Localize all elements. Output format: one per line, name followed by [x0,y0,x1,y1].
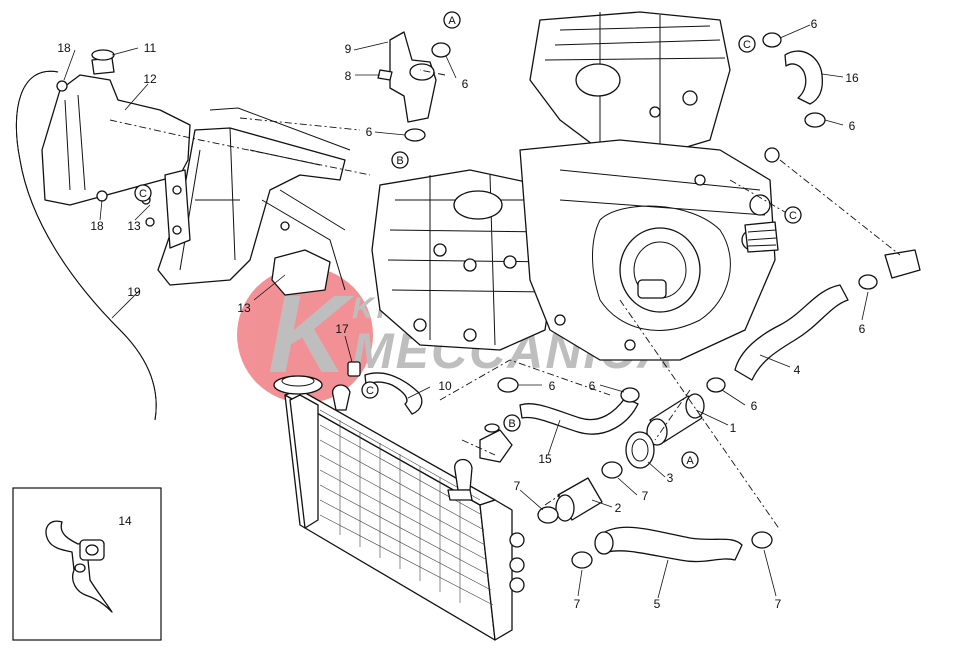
svg-text:C: C [789,210,797,222]
svg-text:B: B [396,155,403,167]
hose-5 [599,526,743,563]
callout-18-top: 18 [57,41,71,55]
svg-text:C: C [139,188,147,200]
expansion-tank [41,49,191,227]
radiator [273,375,525,641]
hose-10 [364,372,423,415]
callout-11: 11 [144,41,157,55]
callout-6-topright: 6 [811,17,818,31]
callout-15: 15 [538,452,552,466]
inset-detail-14: 14 [12,487,162,641]
watermark-circle [237,267,373,403]
frame [157,107,351,296]
thermostat-1 [646,393,705,446]
callout-4: 4 [794,363,801,377]
connector-b-bottom [503,414,521,432]
callout-13-right: 13 [237,301,251,315]
callout-6-center: 6 [366,125,373,139]
callout-5: 5 [654,597,661,611]
callout-16: 16 [845,71,859,85]
connector-c-hose10 [361,381,379,399]
seal-ring-3 [625,431,655,469]
callout-7-mid: 7 [642,489,649,503]
connector-a-bottom [681,451,699,469]
watermark-badge-letter: K [268,273,355,396]
callout-3: 3 [667,471,674,485]
connector-c-right [784,206,802,224]
connector-a-top [443,11,461,29]
callout-17: 17 [335,322,349,336]
connector-c-top [738,35,756,53]
callout-1: 1 [730,421,737,435]
callout-6-lower-left: 6 [549,379,556,393]
connector-b-top [391,151,409,169]
callout-19: 19 [127,285,141,299]
callout-7-right: 7 [775,597,782,611]
callout-18-bottom: 18 [90,219,104,233]
callout-12: 12 [143,72,157,86]
svg-text:A: A [686,455,694,467]
callout-7-bottom: 7 [574,597,581,611]
callout-13-left: 13 [127,219,141,233]
routing-lines [109,69,901,531]
callout-6-farright: 6 [859,322,866,336]
callout-9: 9 [345,42,352,56]
engine [371,11,780,361]
callout-2: 2 [615,501,622,515]
callout-7-left: 7 [514,479,521,493]
hose-15 [519,397,639,435]
svg-text:A: A [448,15,456,27]
callout-10: 10 [438,379,452,393]
callout-6-lower-mid: 6 [589,379,596,393]
hose-16 [784,50,824,105]
connector-c-tank [134,184,152,202]
connector-marks: A B C C C C B A [134,11,802,469]
svg-text:C: C [743,39,751,51]
callout-6-lower-right: 6 [751,399,758,413]
svg-text:C: C [366,385,374,397]
callout-6-top: 6 [462,77,469,91]
callout-6-right: 6 [849,119,856,133]
inset-callout-14: 14 [118,514,132,528]
fitting-8-9 [377,31,437,123]
svg-text:B: B [508,418,515,430]
hose-clamps [141,32,826,569]
callout-numbers: 18 11 12 18 13 19 13 9 8 6 6 6 16 6 6 4 … [57,17,865,611]
callout-8: 8 [345,69,352,83]
